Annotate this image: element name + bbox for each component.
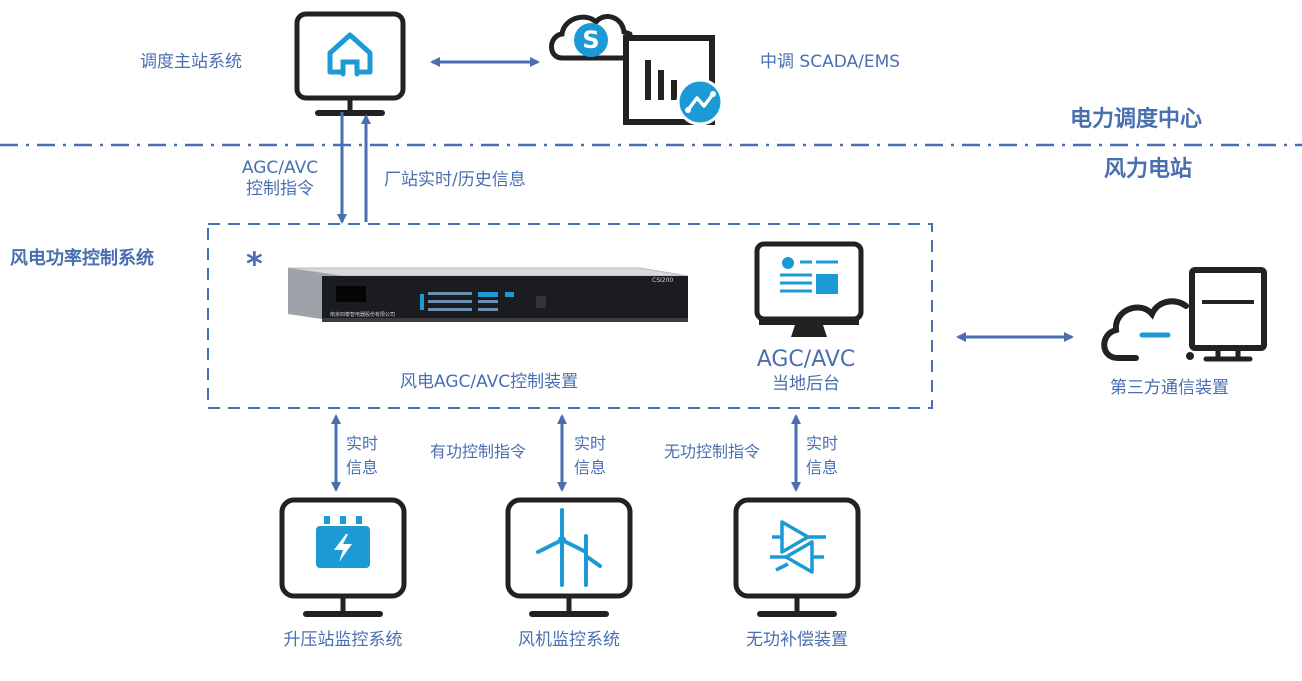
- turbine-monitor-label: 风机监控系统: [518, 630, 620, 650]
- home-monitor-icon: [294, 11, 406, 116]
- realtime-2-text: 实时: [574, 434, 607, 453]
- agc-command-label: AGC/AVC 控制指令: [230, 158, 330, 201]
- third-party-icon: [1101, 267, 1267, 362]
- realtime-1-text: 实时: [346, 434, 379, 453]
- agc-avc-device-icon: 南京四泰智电器股份有限公司 CSI200: [287, 267, 689, 322]
- agc-command-line1: AGC/AVC: [241, 158, 319, 178]
- local-backend-monitor-icon: [754, 241, 864, 337]
- realtime-info-1: 实时 信息: [346, 432, 378, 480]
- boost-station-monitor-icon: [279, 497, 407, 617]
- compensator-monitor-icon: [733, 497, 861, 617]
- system-boundary: [207, 223, 933, 409]
- device-label: 风电AGC/AVC控制装置: [400, 372, 579, 392]
- scada-icon: S: [549, 14, 724, 126]
- reactive-command-label: 无功控制指令: [664, 442, 761, 461]
- scada-label: 中调 SCADA/EMS: [760, 52, 901, 72]
- compensator-label: 无功补偿装置: [746, 630, 848, 650]
- third-party-label: 第三方通信装置: [1110, 378, 1229, 398]
- info-2-text: 信息: [574, 458, 607, 477]
- info-3-text: 信息: [806, 458, 839, 477]
- local-backend-line1: AGC/AVC: [756, 347, 856, 372]
- local-backend-label: AGC/AVC 当地后台: [744, 346, 868, 395]
- plant-info-label: 厂站实时/历史信息: [384, 170, 526, 190]
- svg-text:S: S: [582, 26, 599, 54]
- agc-command-line2: 控制指令: [246, 179, 314, 200]
- realtime-3-text: 实时: [806, 434, 839, 453]
- dispatch-center-label: 电力调度中心: [1070, 107, 1203, 132]
- wind-turbine-monitor-icon: [505, 497, 633, 617]
- boost-station-label: 升压站监控系统: [283, 630, 403, 650]
- realtime-info-2: 实时 信息: [574, 432, 606, 480]
- realtime-info-3: 实时 信息: [806, 432, 838, 480]
- dispatch-system-label: 调度主站系统: [140, 52, 242, 72]
- info-1-text: 信息: [346, 458, 379, 477]
- local-backend-line2: 当地后台: [772, 373, 840, 394]
- asterisk-mark: *: [246, 245, 263, 283]
- wind-station-label: 风力电站: [1104, 157, 1193, 182]
- active-command-label: 有功控制指令: [430, 442, 527, 461]
- system-title: 风电功率控制系统: [10, 248, 154, 269]
- device-brand-text: 南京四泰智电器股份有限公司: [330, 311, 395, 318]
- device-model-text: CSI200: [652, 277, 673, 284]
